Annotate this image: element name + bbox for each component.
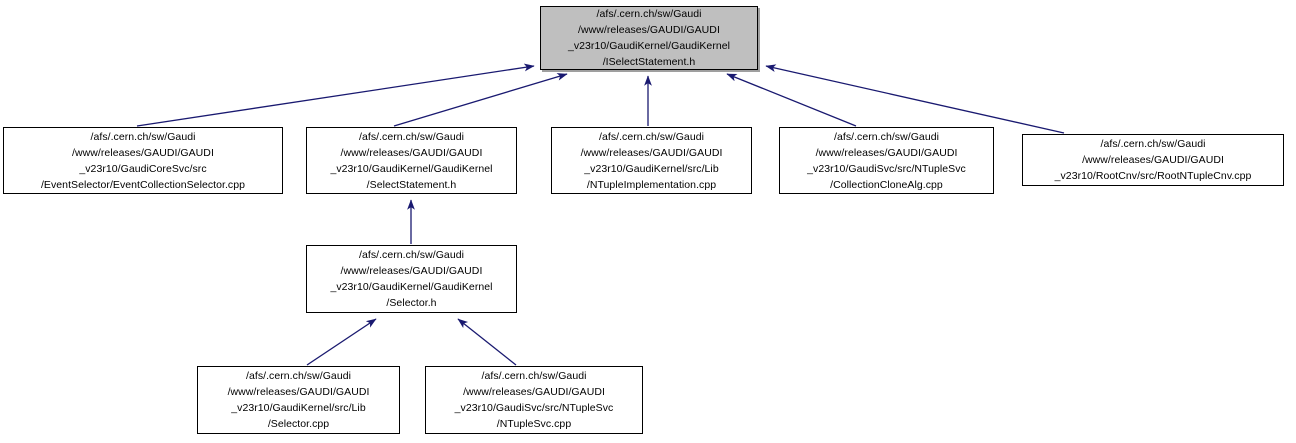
node-selector-h[interactable]: /afs/.cern.ch/sw/Gaudi /www/releases/GAU…: [306, 245, 517, 313]
edge-rootntuplecnv-to-iselectstatement: [765, 64, 1065, 134]
node-label: /afs/.cern.ch/sw/Gaudi /www/releases/GAU…: [40, 130, 246, 191]
node-label: /afs/.cern.ch/sw/Gaudi /www/releases/GAU…: [807, 130, 966, 191]
node-collectionclonealg-cpp[interactable]: /afs/.cern.ch/sw/Gaudi /www/releases/GAU…: [779, 127, 994, 194]
node-label: /afs/.cern.ch/sw/Gaudi /www/releases/GAU…: [1054, 138, 1252, 182]
node-selectstatement-h[interactable]: /afs/.cern.ch/sw/Gaudi /www/releases/GAU…: [306, 127, 517, 194]
node-label: /afs/.cern.ch/sw/Gaudi /www/releases/GAU…: [580, 130, 723, 191]
edge-ntuplesvccpp-to-selector: [457, 318, 517, 366]
node-label: /afs/.cern.ch/sw/Gaudi /www/releases/GAU…: [454, 370, 614, 430]
edge-collectionclonealg-to-iselectstatement: [726, 73, 857, 127]
node-label: /afs/.cern.ch/sw/Gaudi /www/releases/GAU…: [567, 8, 731, 68]
node-selector-cpp[interactable]: /afs/.cern.ch/sw/Gaudi /www/releases/GAU…: [197, 366, 400, 434]
node-label: /afs/.cern.ch/sw/Gaudi /www/releases/GAU…: [330, 130, 493, 191]
node-ntuplesvc-cpp[interactable]: /afs/.cern.ch/sw/Gaudi /www/releases/GAU…: [425, 366, 643, 434]
node-label: /afs/.cern.ch/sw/Gaudi /www/releases/GAU…: [227, 370, 370, 430]
edge-selectstatement-to-iselectstatement: [393, 73, 568, 127]
node-iselectstatement-h[interactable]: /afs/.cern.ch/sw/Gaudi /www/releases/GAU…: [540, 6, 758, 70]
node-label: /afs/.cern.ch/sw/Gaudi /www/releases/GAU…: [330, 249, 493, 309]
edge-eventcollectionselector-to-iselectstatement: [136, 63, 535, 127]
node-ntupleimplementation-cpp[interactable]: /afs/.cern.ch/sw/Gaudi /www/releases/GAU…: [551, 127, 752, 194]
node-rootntuplecnv-cpp[interactable]: /afs/.cern.ch/sw/Gaudi /www/releases/GAU…: [1022, 134, 1284, 186]
node-eventcollectionselector-cpp[interactable]: /afs/.cern.ch/sw/Gaudi /www/releases/GAU…: [3, 127, 283, 194]
edge-selectorcpp-to-selector: [306, 318, 377, 366]
